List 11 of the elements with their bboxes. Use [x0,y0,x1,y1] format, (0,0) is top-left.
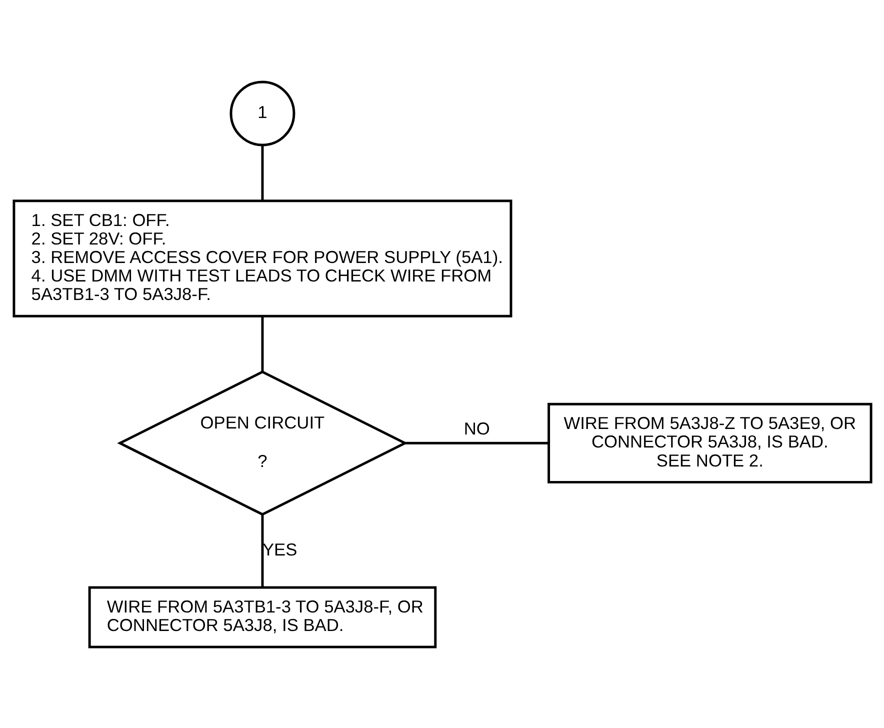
connector [260,144,264,200]
edge-label: YES [262,539,297,560]
node-box: 1. SET CB1: OFF. 2. SET 28V: OFF. 3. REMOVE ACCESS COVER FOR POWER SUPPLY (5A1). 4. USE DMM WITH TEST LEADS TO CHECK WIRE FROM 5A3TB1-3 TO 5A3J8-F. [12,199,512,317]
node-box: WIRE FROM 5A3J8-Z TO 5A3E9, OR CONNECTOR 5A3J8, IS BAD. SEE NOTE 2. [547,402,872,483]
node-diamond: OPEN CIRCUIT ? [116,370,408,516]
node-circle: 1 [229,80,295,146]
node-box: WIRE FROM 5A3TB1-3 TO 5A3J8-F, OR CONNECTOR 5A3J8, IS BAD. [88,586,436,648]
connector [404,441,548,444]
edge-label: NO [463,418,490,438]
connector [260,316,264,372]
connector [260,514,264,587]
